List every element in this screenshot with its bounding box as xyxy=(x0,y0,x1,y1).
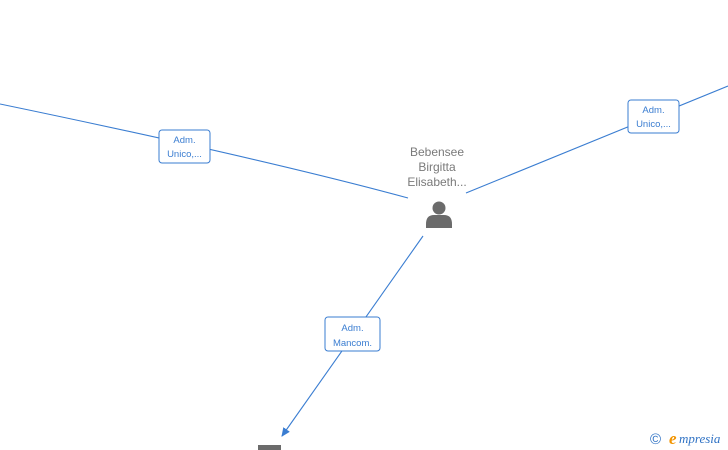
person-name-line-3: Elisabeth... xyxy=(407,175,466,189)
edge-label-left-line-2: Unico,... xyxy=(167,149,202,160)
edge-label-right-line-1: Adm. xyxy=(642,105,664,116)
edge-label-right[interactable]: Adm. Unico,... xyxy=(627,99,680,134)
edge-right xyxy=(465,85,728,194)
edge-label-down-line-2: Mancom. xyxy=(333,338,372,349)
edge-label-down[interactable]: Adm. Mancom. xyxy=(324,316,381,352)
edge-label-right-line-2: Unico,... xyxy=(636,119,671,130)
edge-label-left-line-1: Adm. xyxy=(173,135,195,146)
copyright-symbol: © xyxy=(650,431,661,448)
edge-left xyxy=(0,103,409,199)
building-icon xyxy=(258,445,281,450)
logo-text: mpresia xyxy=(679,431,721,446)
edge-label-down-line-1: Adm. xyxy=(341,323,363,334)
person-name-line-2: Birgitta xyxy=(418,160,456,174)
edge-label-left[interactable]: Adm. Unico,... xyxy=(158,129,211,164)
person-node[interactable]: Bebensee Birgitta Elisabeth... xyxy=(407,145,467,228)
person-name-line-1: Bebensee xyxy=(410,145,464,159)
empresia-logo: © e mpresia xyxy=(650,429,721,448)
logo-initial: e xyxy=(669,429,677,448)
person-icon xyxy=(426,201,452,228)
company-node[interactable] xyxy=(258,445,281,450)
